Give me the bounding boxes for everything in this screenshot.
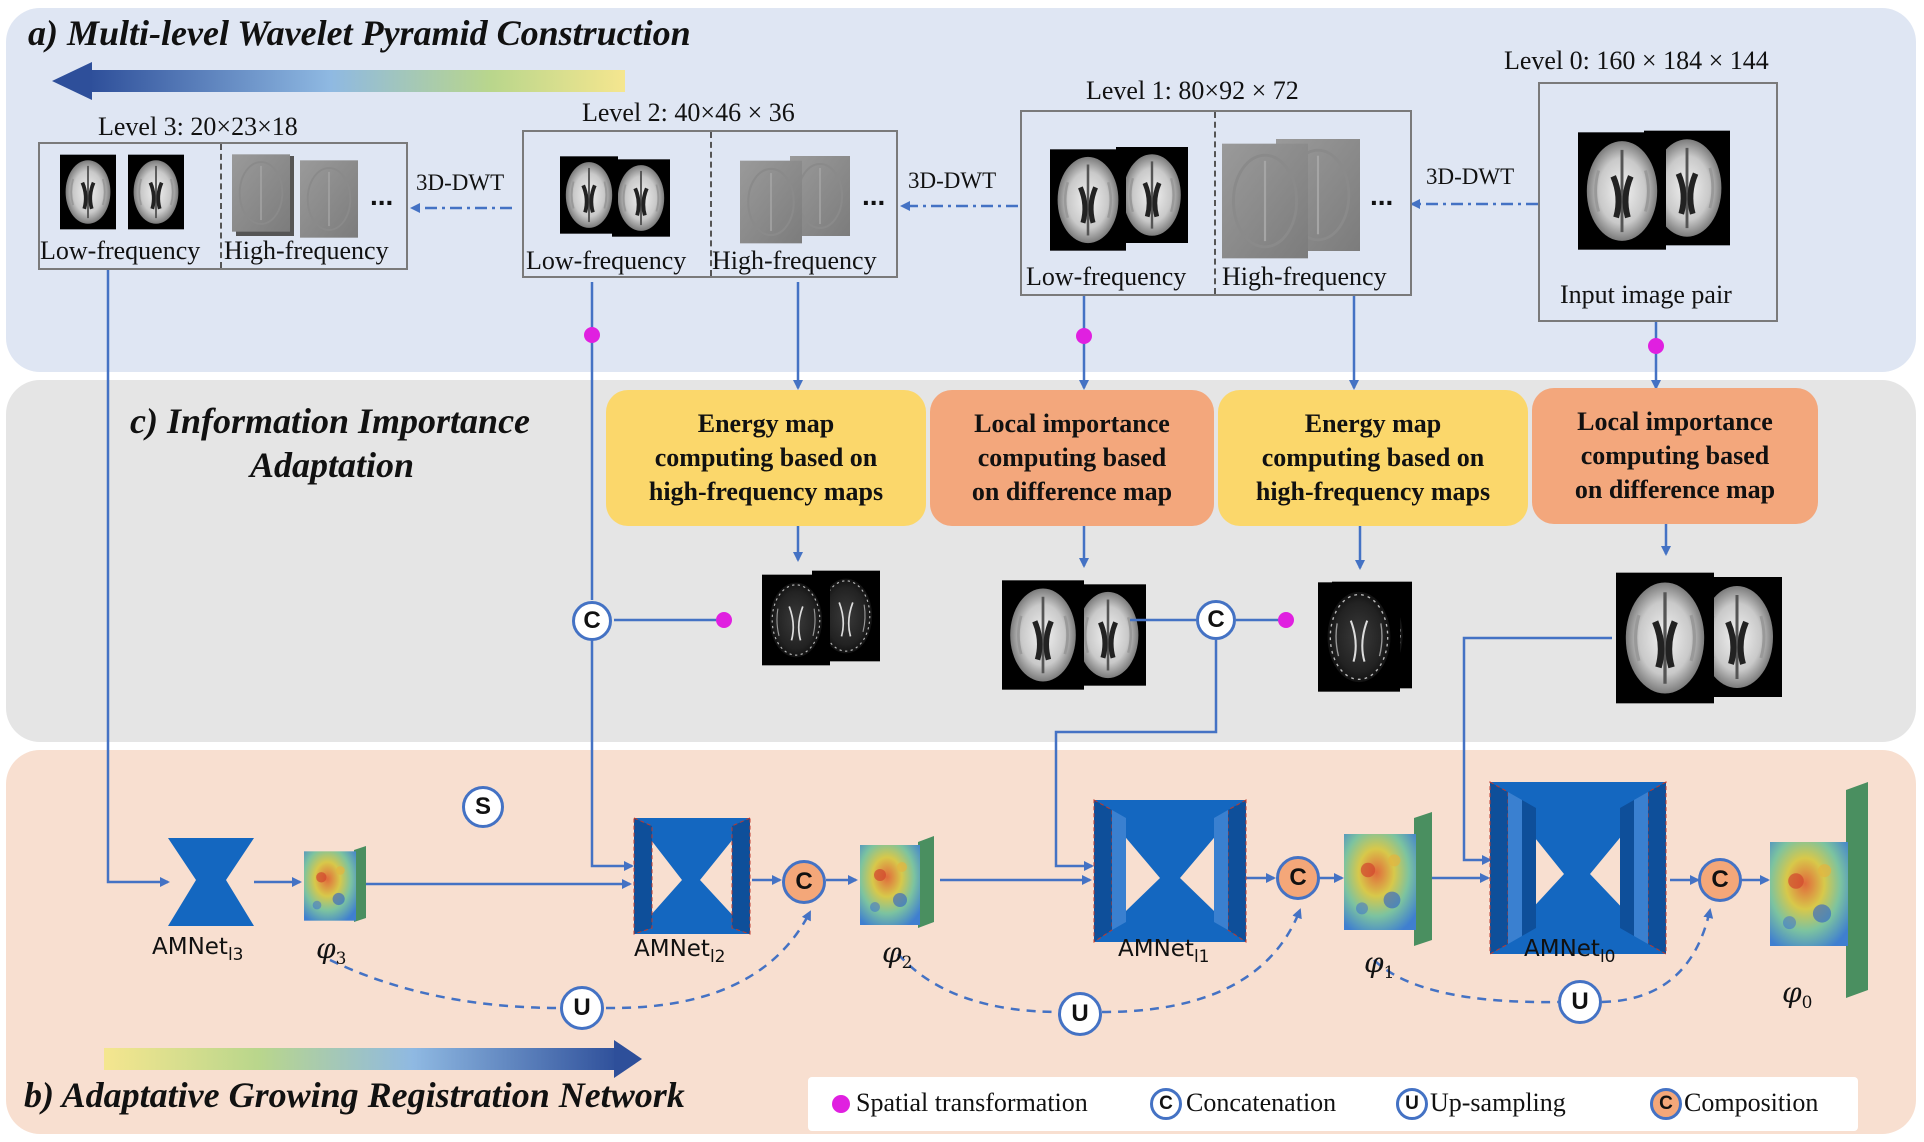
spatial-transformation-dots	[584, 327, 1664, 628]
amnet-l3-shape	[168, 838, 254, 926]
amnet-l3-label: AMNetl3	[152, 934, 244, 965]
energy-map-level2-images	[762, 569, 880, 667]
phi3-label: φ3	[316, 932, 347, 969]
energy-map-box-level1: Energy map computing based on high-frequ…	[1218, 390, 1528, 526]
legend-concat-text: Concatenation	[1186, 1088, 1337, 1117]
upsample-symbol-1-0: U	[1558, 980, 1602, 1024]
legend	[808, 1077, 1858, 1131]
panel-a-background	[6, 8, 1916, 372]
local-importance-box-level1: Local importance computing based on diff…	[930, 390, 1214, 526]
legend-upsample-symbol: U	[1396, 1088, 1428, 1120]
legend-spatial-dot	[832, 1095, 850, 1113]
input-image-pair-label: Input image pair	[1560, 280, 1732, 309]
phi1-label: φ1	[1364, 946, 1395, 983]
legend-compose-symbol: C	[1650, 1088, 1682, 1120]
local-importance-box-level0: Local importance computing based on diff…	[1532, 388, 1818, 524]
panel-c-title-line1: c) Information Importance	[130, 401, 531, 441]
level0-box	[1538, 82, 1778, 322]
concat-symbol-level2: C	[572, 601, 612, 641]
level1-ellipsis: ...	[1370, 180, 1394, 211]
difference-map-level0-images	[1616, 573, 1782, 704]
panel-a-title: a) Multi-level Wavelet Pyramid Construct…	[28, 13, 691, 53]
legend-upsample-text: Up-sampling	[1430, 1088, 1566, 1117]
concat-symbol-level1: C	[1196, 600, 1236, 640]
level1-label: Level 1: 80×92 × 72	[1086, 76, 1299, 105]
level3-high-frequency: High-frequency	[224, 236, 389, 265]
energy-map-level1-images	[1318, 580, 1412, 693]
level1-box	[1020, 110, 1412, 296]
amnet-l2-label: AMNetl2	[634, 936, 726, 967]
level3-box	[38, 142, 408, 270]
panel-b-background	[6, 750, 1916, 1134]
phi1-field	[1344, 812, 1432, 946]
difference-map-level1-images	[1002, 580, 1146, 689]
level2-label: Level 2: 40×46 × 36	[582, 98, 795, 127]
level3-ellipsis: ...	[370, 180, 394, 211]
phi3-field	[304, 846, 366, 922]
amnet-l2-shape	[633, 817, 751, 935]
level2-separator	[710, 132, 712, 276]
level1-separator	[1214, 112, 1216, 294]
level-direction-arrow-top	[52, 62, 625, 100]
amnet-l0-shape	[1489, 781, 1667, 955]
level2-high-frequency: High-frequency	[712, 246, 877, 275]
level2-ellipsis: ...	[862, 180, 886, 211]
level3-separator	[220, 144, 222, 268]
level3-low-frequency: Low-frequency	[40, 236, 201, 265]
legend-concat-symbol: C	[1150, 1088, 1182, 1120]
dwt-label-1-2: 3D-DWT	[908, 168, 997, 193]
level2-box	[522, 130, 898, 278]
dwt-label-0-1: 3D-DWT	[1426, 164, 1515, 189]
amnet-l0-label: AMNetl0	[1524, 936, 1616, 967]
amnet-l1-shape	[1093, 799, 1247, 943]
phi0-field	[1770, 782, 1868, 998]
phi2-label: φ2	[882, 936, 913, 973]
upsample-symbol-2-1: U	[1058, 992, 1102, 1036]
legend-spatial-text: Spatial transformation	[856, 1088, 1088, 1117]
panel-c-title-line2: Adaptation	[250, 445, 415, 485]
level3-label: Level 3: 20×23×18	[98, 112, 298, 141]
energy-map-box-level2: Energy map computing based on high-frequ…	[606, 390, 926, 526]
upsample-symbol-3-2: U	[560, 986, 604, 1030]
spatial-symbol: S	[462, 786, 504, 828]
compose-symbol-l1: C	[1276, 856, 1320, 900]
compose-symbol-l0: C	[1698, 858, 1742, 902]
panel-b-title: b) Adaptative Growing Registration Netwo…	[24, 1075, 685, 1115]
level0-label: Level 0: 160 × 184 × 144	[1504, 46, 1769, 75]
phi0-label: φ0	[1782, 976, 1813, 1013]
level2-low-frequency: Low-frequency	[526, 246, 687, 275]
dwt-label-2-3: 3D-DWT	[416, 170, 505, 195]
level3-images	[60, 154, 358, 239]
amnet-l1-label: AMNetl1	[1118, 936, 1210, 967]
phi2-field	[860, 836, 934, 928]
level-direction-arrow-bottom	[104, 1040, 642, 1078]
compose-symbol-l2: C	[782, 860, 826, 904]
legend-compose-text: Composition	[1684, 1088, 1819, 1117]
level1-high-frequency: High-frequency	[1222, 262, 1387, 291]
level1-low-frequency: Low-frequency	[1026, 262, 1187, 291]
